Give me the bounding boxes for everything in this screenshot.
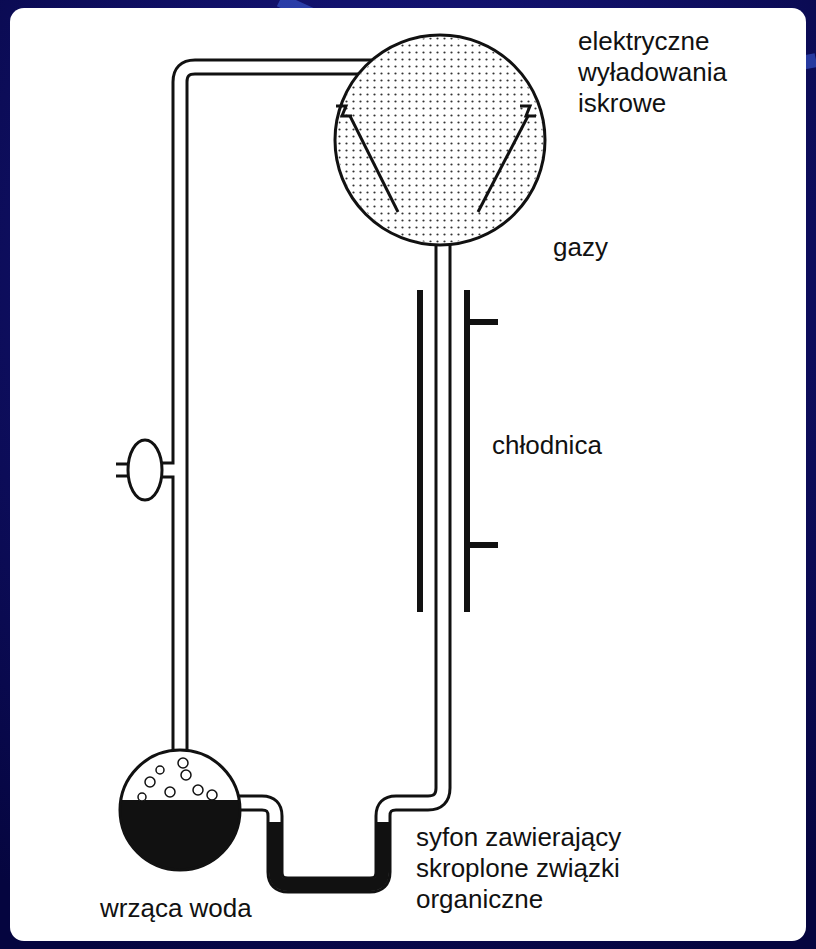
valve-stub bbox=[116, 475, 128, 478]
part-label: gazy bbox=[553, 232, 608, 263]
part-label: syfon zawierający skroplone związki orga… bbox=[416, 822, 638, 915]
part-label: elektryczne wyładowania iskrowe bbox=[578, 26, 753, 119]
gas-sphere bbox=[335, 35, 545, 245]
boiling-water bbox=[110, 800, 250, 880]
condenser bbox=[420, 290, 498, 612]
bubbles bbox=[138, 758, 217, 801]
electrodes bbox=[336, 106, 536, 212]
valve-stub bbox=[116, 463, 128, 466]
part-label: wrząca woda bbox=[100, 893, 252, 924]
flask-outline bbox=[120, 750, 240, 870]
part-label: chłodnica bbox=[492, 430, 602, 461]
siphon-liquid bbox=[275, 822, 383, 885]
valve-oval bbox=[128, 440, 162, 500]
white-panel bbox=[10, 8, 806, 941]
gas-sphere-dots bbox=[337, 37, 543, 243]
